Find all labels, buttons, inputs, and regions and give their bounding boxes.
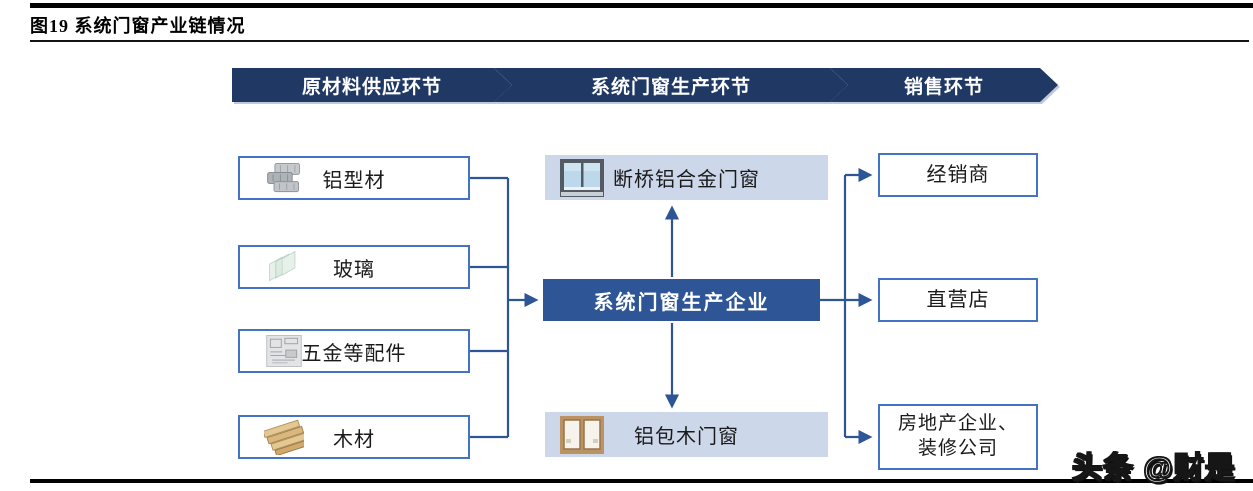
stage-banner-raw-materials: 原材料供应环节 [232, 68, 512, 102]
raw-material-box-wood: 木材 [238, 415, 470, 459]
raw-material-label: 铝型材 [322, 169, 386, 192]
stage-label: 原材料供应环节 [301, 76, 442, 98]
raw-material-box-hardware: 五金等配件 [238, 329, 470, 373]
watermark-text: 头条 @财是 [1071, 451, 1236, 486]
title-underline-rule [30, 40, 1249, 42]
raw-material-label: 五金等配件 [301, 342, 407, 365]
stage-label: 系统门窗生产环节 [590, 76, 751, 98]
company-box-production-enterprise: 系统门窗生产企业 [543, 279, 820, 321]
wood-window-icon [559, 415, 605, 455]
raw-material-box-glass: 玻璃 [238, 245, 470, 289]
product-label: 铝包木门窗 [634, 426, 739, 448]
aluminum-window-icon [559, 158, 605, 198]
raw-material-label: 木材 [333, 428, 375, 451]
raw-material-label: 玻璃 [333, 258, 375, 281]
product-label: 断桥铝合金门窗 [613, 169, 760, 191]
figure-title: 图19 系统门窗产业链情况 [30, 16, 246, 36]
raw-material-box-aluminum-profile: 铝型材 [238, 156, 470, 200]
stage-banner-sales: 销售环节 [830, 68, 1058, 102]
hardware-icon [264, 333, 304, 369]
company-label: 系统门窗生产企业 [593, 291, 770, 314]
sales-box-distributor: 经销商 [878, 153, 1038, 197]
stage-banner-production: 系统门窗生产环节 [494, 68, 848, 102]
sales-label: 经销商 [926, 164, 990, 186]
aluminum-profile-icon [264, 160, 304, 196]
sales-label: 直营店 [926, 289, 990, 311]
sales-box-real-estate-decoration: 房地产企业、 装修公司 [878, 404, 1038, 470]
sales-box-direct-store: 直营店 [878, 278, 1038, 322]
wood-icon [262, 419, 311, 457]
product-box-wood-window: 铝包木门窗 [545, 412, 828, 457]
stage-label: 销售环节 [903, 76, 984, 98]
glass-icon [264, 249, 304, 285]
sales-label: 房地产企业、 装修公司 [897, 413, 1018, 459]
bottom-rule [30, 479, 1253, 483]
top-rule [30, 3, 1253, 8]
product-box-aluminum-window: 断桥铝合金门窗 [545, 155, 828, 200]
